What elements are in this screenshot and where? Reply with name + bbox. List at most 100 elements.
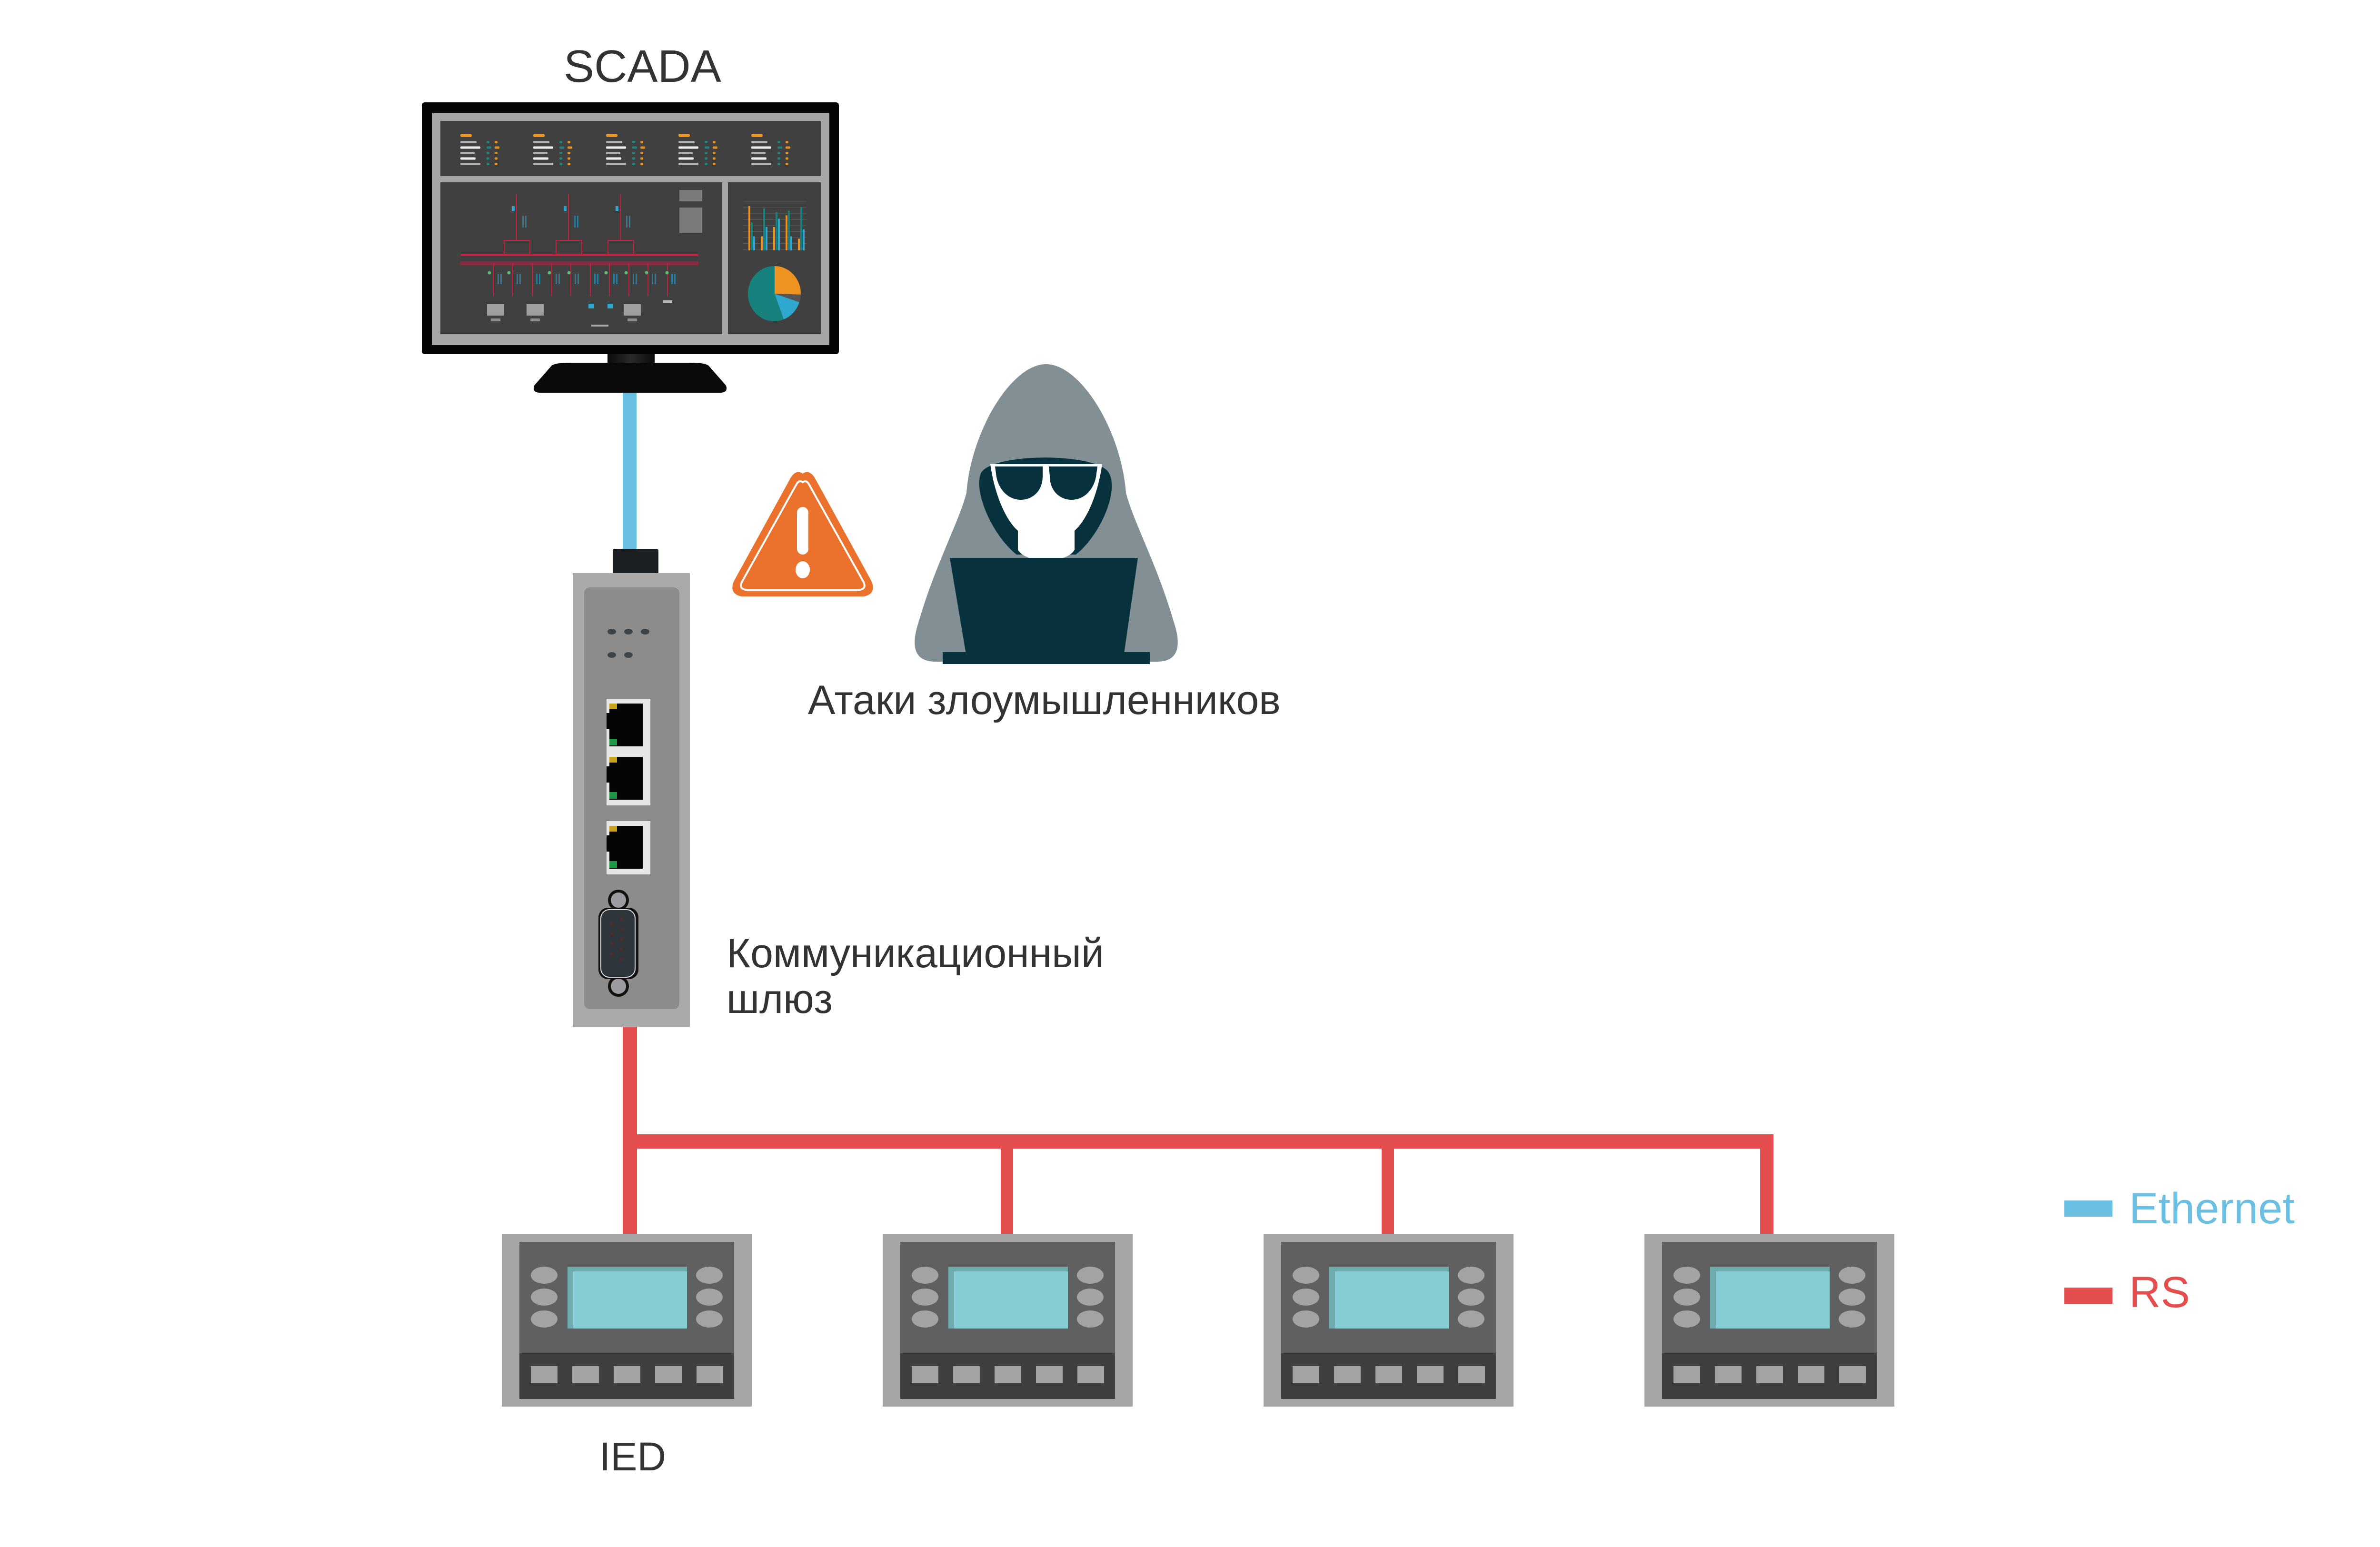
ied-device-icon [883, 1234, 1133, 1407]
rs-link-drop [1382, 1134, 1394, 1234]
status-dot [777, 141, 780, 143]
ied-button [1673, 1267, 1700, 1284]
status-led-icon [641, 629, 649, 635]
ied-key [655, 1366, 682, 1383]
indicator [645, 271, 648, 275]
rj45-port-icon [607, 699, 650, 752]
ied-part [900, 1242, 1115, 1399]
ied-button [1293, 1310, 1319, 1328]
indicator [597, 274, 598, 284]
ied-button [912, 1289, 938, 1306]
ied-key [614, 1366, 640, 1383]
status-row [751, 157, 767, 160]
status-dot [487, 141, 489, 143]
status-dot [786, 157, 788, 160]
ied-key [1036, 1366, 1063, 1383]
indicator [652, 274, 653, 284]
status-dot [568, 163, 570, 165]
status-panel [440, 121, 821, 176]
status-dot [786, 146, 790, 149]
indicator [626, 216, 627, 228]
indicator [616, 274, 617, 284]
mini-bar [788, 210, 790, 250]
status-row [678, 152, 693, 154]
indicator [536, 274, 538, 284]
ied-label: IED [599, 1434, 667, 1479]
status-dot [487, 146, 491, 149]
status-led-icon [624, 629, 633, 635]
ied-part [1281, 1242, 1496, 1399]
ied-keypad [900, 1353, 1115, 1399]
ied-key [1715, 1366, 1742, 1383]
status-dot [777, 146, 782, 149]
ied-button [912, 1310, 938, 1328]
status-dot [559, 146, 564, 149]
mini-bar [748, 206, 750, 250]
ied-part [1662, 1242, 1877, 1399]
info-block [679, 208, 702, 233]
status-row [533, 163, 553, 165]
status-dot [640, 163, 643, 165]
indicator [512, 206, 515, 211]
status-row [606, 163, 626, 165]
ied-button [1293, 1267, 1319, 1284]
status-dot [640, 146, 645, 149]
pie-chart-icon [747, 266, 801, 321]
status-dot [705, 141, 707, 143]
gateway-label-line1: Коммуникационный [727, 931, 1104, 976]
rj45-port-icon [607, 752, 650, 805]
indicator [613, 274, 615, 284]
rs-bus [623, 1134, 1773, 1149]
status-dot [632, 163, 635, 165]
status-row [606, 146, 626, 149]
ied-keypad [1281, 1353, 1496, 1399]
mini-bar [761, 236, 763, 250]
ied-keypad [1662, 1353, 1877, 1399]
legend-label-rs: RS [2129, 1268, 2190, 1317]
indicator [519, 274, 521, 284]
indicator [575, 274, 576, 284]
status-header [460, 134, 472, 137]
equipment-block [527, 304, 544, 316]
threat-label: Атаки злоумышленников [808, 677, 1281, 723]
status-dot [640, 141, 643, 143]
ied-button [1293, 1289, 1319, 1306]
ied-display [948, 1267, 1068, 1329]
gateway-label: Коммуникационный шлюз [727, 931, 1104, 1022]
ied-button [696, 1267, 723, 1284]
indicator [655, 274, 656, 284]
indicator [517, 274, 518, 284]
status-dot [559, 141, 562, 143]
status-header [533, 134, 545, 137]
status-row [751, 163, 771, 165]
db9-serial-port-icon [598, 890, 638, 997]
ied-button [1673, 1310, 1700, 1328]
ied-button [1458, 1310, 1484, 1328]
indicator [488, 271, 491, 275]
breaker-box [504, 240, 530, 255]
status-dot [568, 152, 570, 154]
ied-device-icon [1264, 1234, 1514, 1407]
ied-button [1077, 1267, 1104, 1284]
scada-monitor-icon [422, 102, 839, 354]
gateway-label-line2: шлюз [727, 976, 833, 1022]
busbar [460, 261, 698, 265]
indicator [548, 271, 551, 275]
ied-key [1798, 1366, 1824, 1383]
indicator [498, 274, 499, 284]
ied-key [1293, 1366, 1319, 1383]
status-row [533, 157, 548, 160]
status-dot [495, 157, 498, 160]
indicator [665, 271, 669, 275]
status-dot [568, 141, 570, 143]
status-dot [777, 157, 780, 160]
indicator [564, 206, 567, 211]
indicator [636, 274, 637, 284]
status-dot [713, 141, 716, 143]
communication-gateway-icon [573, 573, 690, 1027]
status-dot [705, 157, 707, 160]
indicator [616, 206, 618, 211]
ied-button [531, 1267, 558, 1284]
ied-button [696, 1310, 723, 1328]
indicator [556, 274, 557, 284]
